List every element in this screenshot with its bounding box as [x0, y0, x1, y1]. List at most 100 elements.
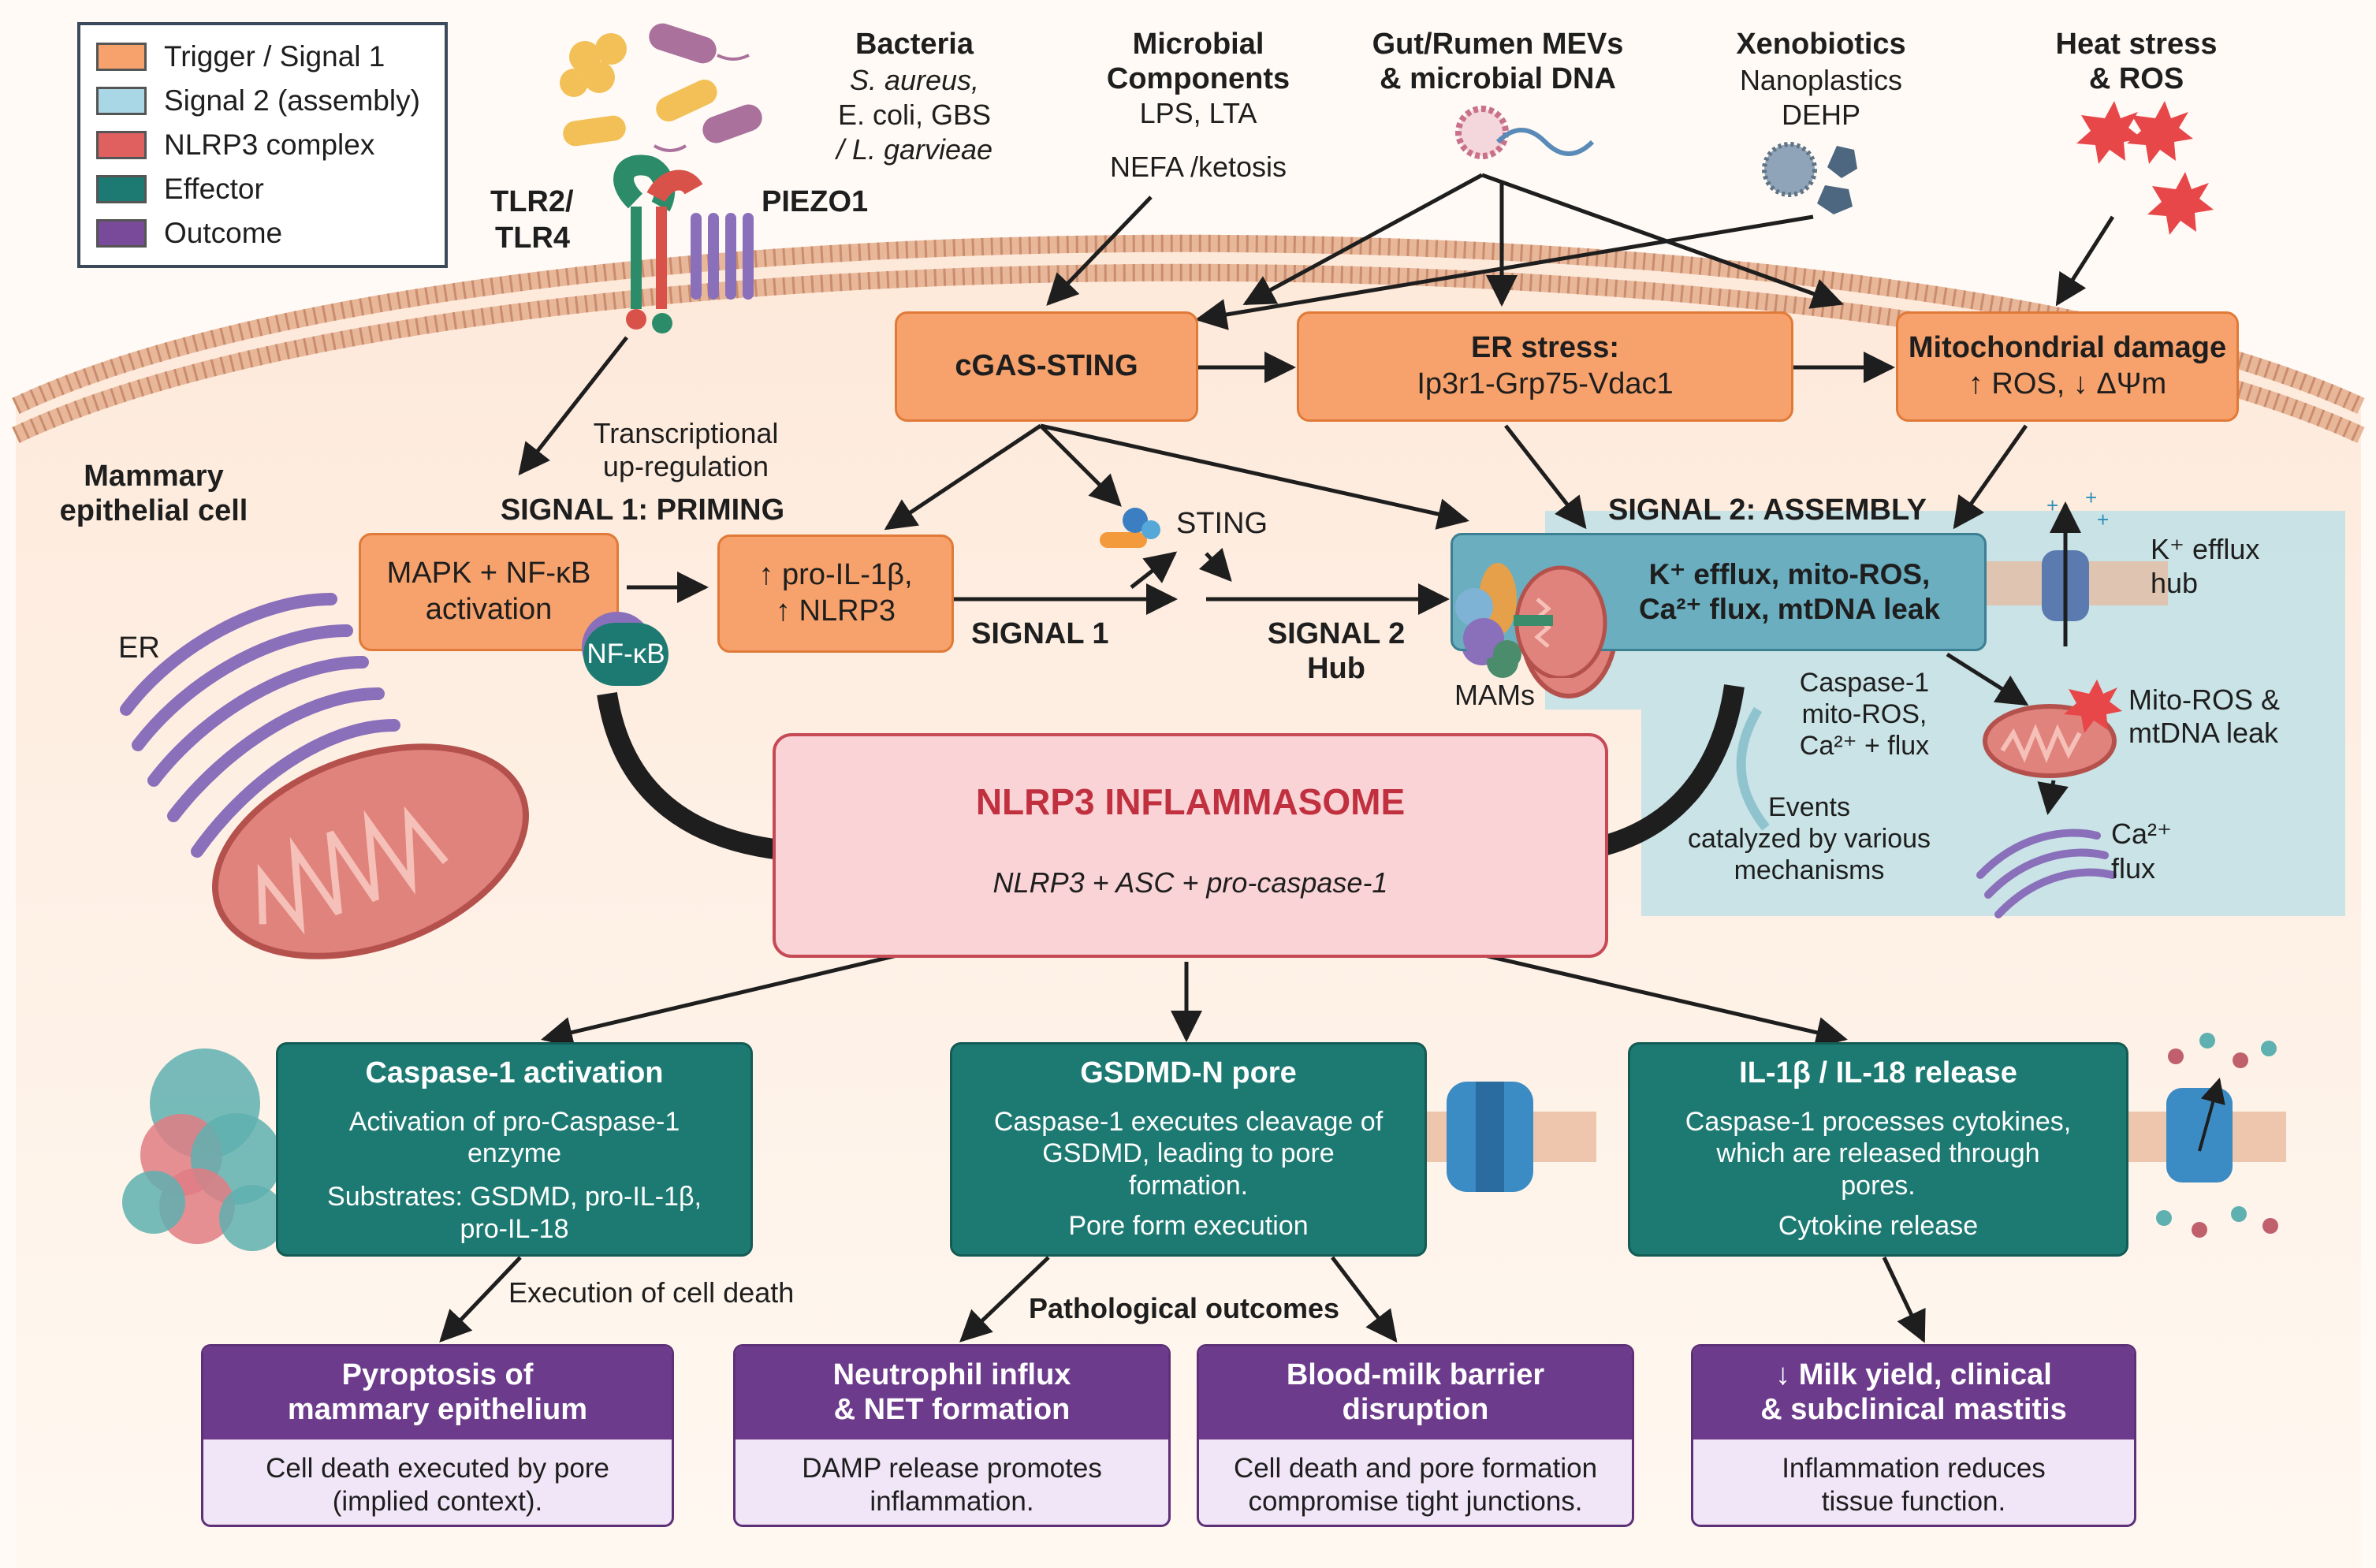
- outcome-milk-box: ↓ Milk yield, clinical& subclinical mast…: [1691, 1344, 2136, 1527]
- svg-text:+: +: [2085, 486, 2097, 509]
- signal2-header: SIGNAL 2: ASSEMBLY: [1608, 493, 1927, 527]
- legend-item: Trigger / Signal 1: [96, 39, 385, 74]
- arrows: [439, 173, 2115, 1343]
- inflammasome-sub: NLRP3 + ASC + pro-caspase-1: [992, 866, 1388, 899]
- effector-caspase-box: Caspase-1 activation Activation of pro-C…: [276, 1042, 753, 1257]
- outcome-title: Pyroptosis of: [341, 1358, 534, 1392]
- effector-line: Pore form execution: [1068, 1210, 1309, 1241]
- ca-flux-er-art: [1976, 829, 2117, 918]
- transcription-label: Transcriptional: [593, 417, 779, 449]
- nanoplastics-art: [1762, 142, 1857, 214]
- svg-text:+: +: [2097, 508, 2109, 531]
- effector-line: Caspase-1 processes cytokines,: [1685, 1106, 2072, 1137]
- outcome-header: ↓ Milk yield, clinical& subclinical mast…: [1693, 1346, 2134, 1440]
- mitochondrion-art: [212, 743, 529, 959]
- heat-title: & ROS: [2088, 62, 2184, 95]
- effector-title: Caspase-1 activation: [365, 1056, 664, 1089]
- bacteria-art: [560, 23, 762, 152]
- caspase-note: mito-ROS,: [1801, 699, 1927, 729]
- mams-label: MAMs: [1454, 679, 1535, 711]
- legend-swatch: [96, 175, 147, 203]
- outcome-desc: inflammation.: [870, 1486, 1034, 1517]
- tlr-receptor-art: [613, 155, 703, 333]
- outcome-desc: compromise tight junctions.: [1248, 1486, 1583, 1517]
- nfkb-badge: NF-κB: [583, 623, 668, 686]
- caspase-complex-art: [122, 1048, 285, 1251]
- legend-label: Signal 2 (assembly): [164, 84, 420, 117]
- xeno-title: Xenobiotics: [1736, 28, 1906, 61]
- execution-label: Execution of cell death: [508, 1276, 795, 1309]
- cell-label: Mammary: [84, 460, 224, 493]
- outcome-title: & NET formation: [833, 1393, 1071, 1426]
- bacteria-line: S. aureus,: [849, 64, 980, 96]
- outcome-desc: Cell death executed by pore: [266, 1453, 609, 1484]
- outcome-desc: DAMP release promotes: [802, 1453, 1102, 1484]
- legend-swatch: [96, 131, 147, 159]
- er-stress-title: ER stress:: [1471, 331, 1619, 365]
- mito-ros-art: [1983, 680, 2122, 778]
- pro-il-line: ↑ pro-IL-1β,: [758, 558, 913, 592]
- effector-line: Cytokine release: [1778, 1210, 1979, 1241]
- outcome-title: Blood-milk barrier: [1286, 1358, 1545, 1392]
- ca-flux-label: Ca²⁺: [2111, 818, 2173, 850]
- k-efflux-channel-art: +++: [1987, 486, 2168, 646]
- heat-title: Heat stress: [2055, 28, 2218, 61]
- legend-item: Effector: [96, 172, 264, 207]
- legend-label: NLRP3 complex: [164, 128, 375, 161]
- signal1-label: SIGNAL 1: [971, 617, 1109, 650]
- tlr-label: TLR2/: [490, 185, 574, 218]
- ca-flux-label: flux: [2111, 852, 2156, 885]
- sting-label: STING: [1176, 507, 1268, 540]
- k-efflux-label: hub: [2151, 567, 2199, 599]
- signal2-box-line: K⁺ efflux, mito-ROS,: [1648, 557, 1931, 590]
- mapk-box: MAPK + NF-κB activation: [359, 533, 619, 651]
- mapk-line: activation: [425, 593, 553, 626]
- microbial-line: LPS, LTA: [1139, 97, 1257, 129]
- cgas-sting-label: cGAS-STING: [955, 349, 1138, 383]
- xeno-line: DEHP: [1781, 99, 1861, 131]
- sting-art: [1100, 508, 1160, 548]
- er-stress-sub: Ip3r1-Grp75-Vdac1: [1417, 367, 1674, 400]
- bacteria-line: E. coli, GBS: [837, 99, 992, 131]
- mev-art: [1455, 106, 1595, 159]
- bacteria-title: Bacteria: [855, 28, 974, 61]
- signal2-box-line: Ca²⁺ flux, mtDNA leak: [1638, 593, 1941, 625]
- events-curve-art: [1736, 706, 1770, 831]
- events-note: mechanisms: [1734, 855, 1885, 885]
- outcome-desc: tissue function.: [1821, 1486, 2006, 1517]
- outcome-title: & subclinical mastitis: [1760, 1393, 2067, 1426]
- legend-label: Outcome: [164, 217, 283, 249]
- er-art: [120, 593, 400, 858]
- pro-il-line: ↑ NLRP3: [775, 594, 896, 628]
- gsdmd-pore-art: [1407, 1082, 1596, 1192]
- er-label: ER: [118, 631, 160, 665]
- legend-swatch: [96, 43, 147, 71]
- legend-swatch: [96, 219, 147, 248]
- outcome-title: ↓ Milk yield, clinical: [1775, 1358, 2052, 1392]
- piezo-label: PIEZO1: [762, 185, 869, 218]
- microbial-title: Microbial: [1132, 28, 1264, 61]
- inflammasome-box: NLRP3 INFLAMMASOME NLRP3 + ASC + pro-cas…: [773, 733, 1608, 958]
- pathological-label: Pathological outcomes: [1029, 1292, 1340, 1324]
- mapk-line: MAPK + NF-κB: [386, 557, 591, 590]
- events-note: catalyzed by various: [1687, 824, 1931, 854]
- pro-il-box: ↑ pro-IL-1β, ↑ NLRP3: [717, 534, 954, 653]
- nefa-label: NEFA /ketosis: [1109, 151, 1287, 183]
- mams-overlay-art: [1455, 563, 1607, 678]
- mito-ros-label: mtDNA leak: [2128, 717, 2279, 749]
- bacteria-line: / L. garvieae: [836, 133, 993, 166]
- effector-title: GSDMD-N pore: [1080, 1056, 1297, 1089]
- svg-text:+: +: [2046, 493, 2058, 517]
- outcome-header: Neutrophil influx& NET formation: [736, 1346, 1168, 1440]
- mito-ros-label: Mito-ROS &: [2128, 683, 2281, 716]
- outcome-title: disruption: [1342, 1393, 1489, 1426]
- cgas-sting-box: cGAS-STING: [895, 311, 1198, 422]
- effector-gsdmd-box: GSDMD-N pore Caspase-1 executes cleavage…: [950, 1042, 1427, 1257]
- outcome-body: Cell death executed by pore(implied cont…: [203, 1440, 672, 1518]
- legend-item: NLRP3 complex: [96, 128, 374, 162]
